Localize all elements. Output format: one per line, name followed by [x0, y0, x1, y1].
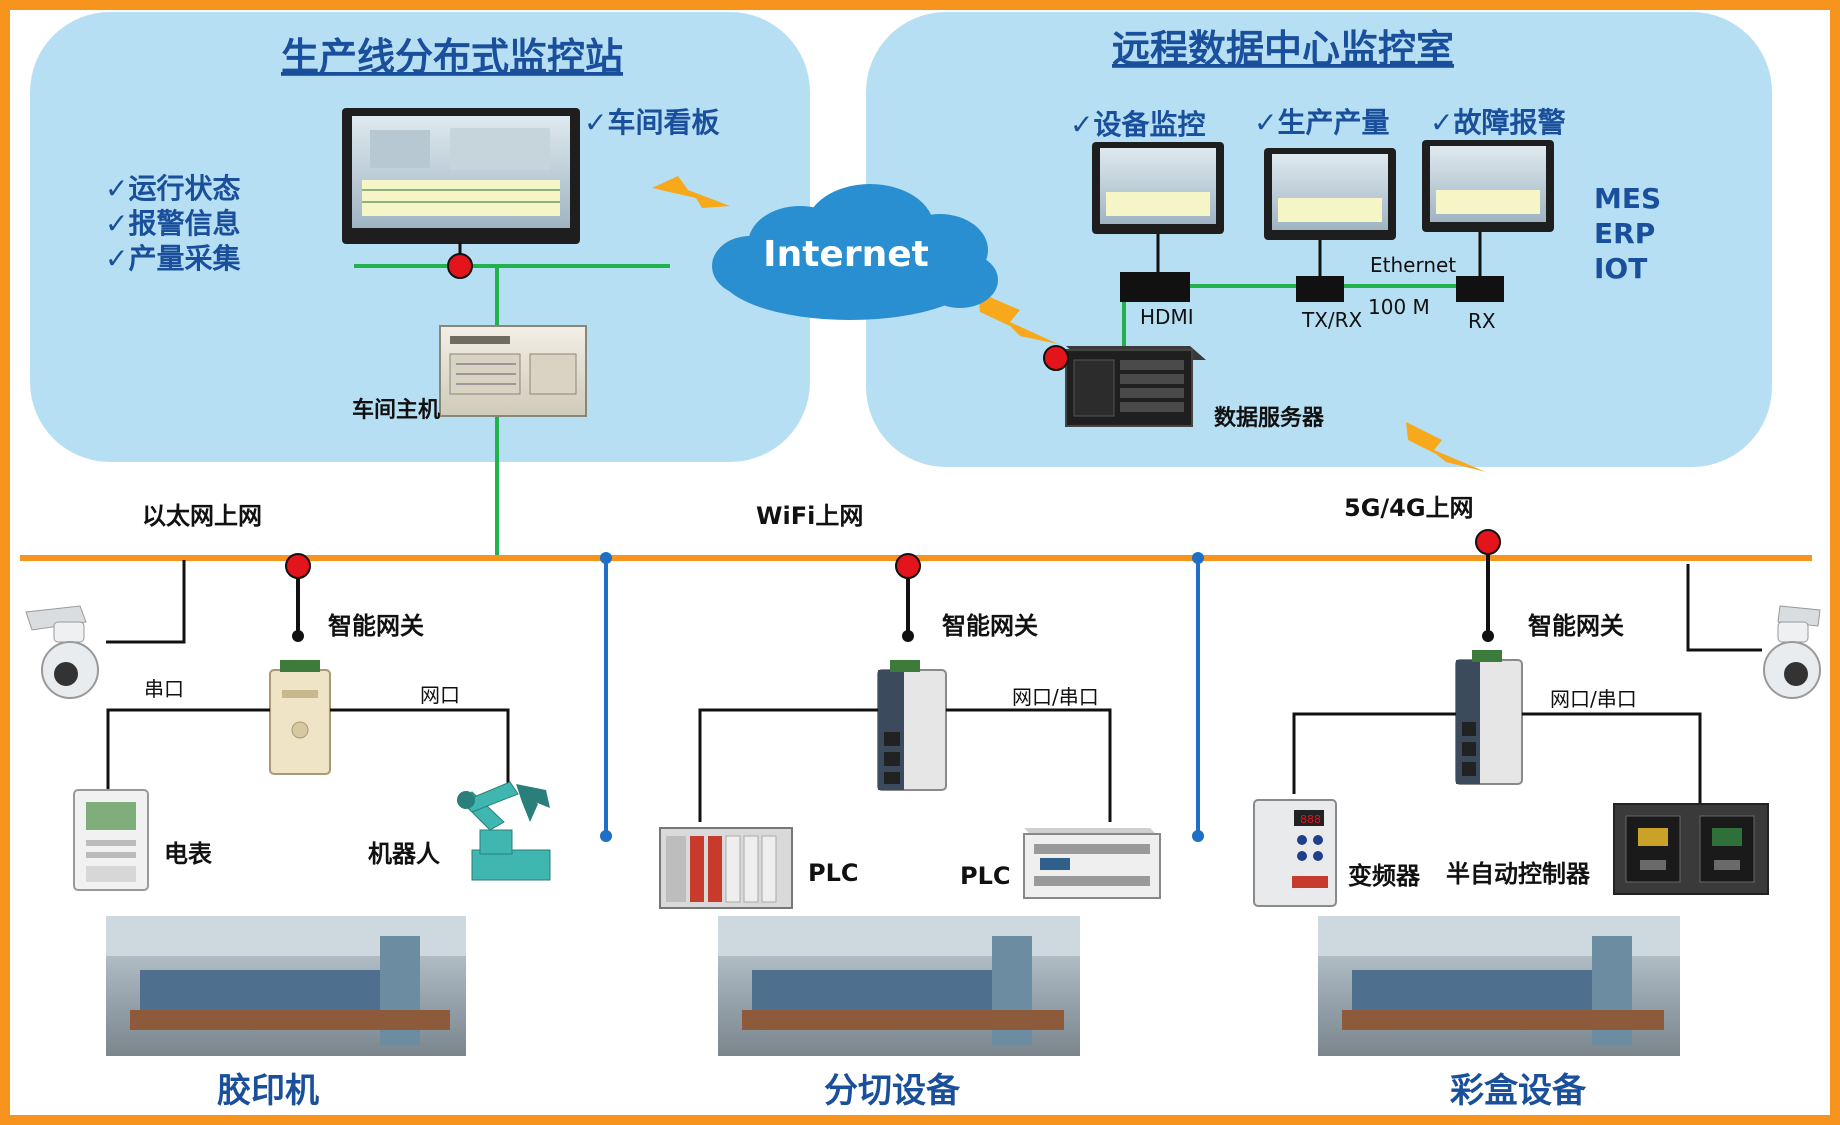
wifi-uplink-label: WiFi上网 [756, 502, 863, 530]
zone3-right-line [1522, 712, 1702, 804]
speed-label: 100 M [1368, 295, 1430, 319]
wireless-bolt-icon-cellular [1406, 422, 1486, 472]
color-box-equipment-label: 彩盒设备 [1450, 1071, 1587, 1111]
check-fault-alarm: ✓故障报警 [1430, 106, 1565, 139]
server-node [1043, 345, 1069, 371]
zone1-lan-port-label: 网口 [420, 683, 460, 707]
hdmi-port-label: HDMI [1140, 305, 1194, 329]
zone1-lan-line [330, 708, 510, 790]
zone2-left-line [698, 708, 878, 822]
separator-end-2 [1192, 830, 1204, 842]
slitting-equipment-label: 分切设备 [824, 1071, 961, 1111]
rx-port-box [1456, 276, 1504, 302]
separator-node-1 [600, 552, 612, 564]
workshop-board-label: ✓车间看板 [584, 106, 719, 139]
wireless-bolt-icon-left [652, 176, 730, 208]
internet-label: Internet [763, 234, 929, 275]
wireless-bolt-icon-server [978, 292, 1058, 344]
gateway3-end-dot [1482, 630, 1494, 642]
check-output-collection: ✓产量采集 [105, 242, 240, 275]
semi-auto-controller-icon [1613, 803, 1769, 895]
gateway1-label: 智能网关 [328, 612, 424, 640]
gateway2-device-icon [877, 660, 947, 791]
workshop-host-icon [438, 325, 588, 417]
workshop-board-monitor-icon [342, 108, 580, 244]
camera-right-icon [1763, 605, 1821, 699]
plc-left-label: PLC [808, 859, 859, 887]
robot-label: 机器人 [368, 840, 440, 868]
zone3-port-label: 网口/串口 [1550, 687, 1637, 711]
plc-compact-icon [1023, 828, 1162, 899]
plc-rack-icon [659, 827, 793, 909]
separator-end-1 [600, 830, 612, 842]
zone2-port-label: 网口/串口 [1012, 685, 1099, 709]
camera-left-icon [25, 605, 99, 699]
slitting-machine-icon [718, 916, 1080, 1056]
gateway2-label: 智能网关 [942, 612, 1038, 640]
inverter-label: 变频器 [1348, 862, 1421, 890]
svg-text:888: 888 [1300, 813, 1321, 826]
camera-left-cable [106, 560, 186, 644]
offset-press-label: 胶印机 [217, 1071, 319, 1111]
network-diagram: 生产线分布式监控站 远程数据中心监控室 ✓车间看板 ✓运行状态 ✓报警信息 ✓产… [20, 12, 1821, 1111]
hdmi-port-box [1120, 272, 1190, 302]
workshop-host-label: 车间主机 [352, 397, 440, 423]
rx-port-label: RX [1468, 309, 1496, 333]
zone1-serial-line [106, 708, 270, 790]
production-monitor-screen-icon [1264, 148, 1396, 240]
electric-meter-icon [73, 789, 149, 891]
gateway3-bus-node [1475, 529, 1501, 555]
ethernet-uplink-label: 以太网上网 [142, 502, 262, 530]
color-box-machine-icon [1318, 916, 1680, 1056]
gateway2-bus-node [895, 553, 921, 579]
check-production-output: ✓生产产量 [1254, 106, 1389, 139]
check-device-monitoring: ✓设备监控 [1070, 108, 1205, 141]
check-running-status: ✓运行状态 [105, 172, 240, 205]
camera-right-cable [1686, 564, 1762, 652]
gateway2-end-dot [902, 630, 914, 642]
device-monitor-screen-icon [1092, 142, 1224, 234]
plc-right-label: PLC [960, 862, 1011, 890]
internet-cloud-icon [712, 184, 998, 320]
gateway1-device-icon [269, 660, 331, 775]
cellular-uplink-label: 5G/4G上网 [1344, 494, 1474, 522]
robot-arm-icon [457, 781, 551, 881]
zone1-serial-port-label: 串口 [144, 677, 184, 701]
inverter-icon: 888 [1253, 799, 1337, 907]
txrx-port-label: TX/RX [1301, 308, 1363, 332]
txrx-port-box [1296, 276, 1344, 302]
system-erp-label: ERP [1594, 217, 1655, 250]
right-panel-title: 远程数据中心监控室 [1112, 27, 1454, 71]
system-mes-label: MES [1594, 182, 1661, 215]
gateway3-label: 智能网关 [1528, 612, 1624, 640]
left-panel-title: 生产线分布式监控站 [281, 35, 623, 79]
gateway1-bus-node [285, 553, 311, 579]
separator-node-2 [1192, 552, 1204, 564]
fault-monitor-screen-icon [1422, 140, 1554, 232]
zone3-left-line [1292, 712, 1456, 794]
gateway1-end-dot [292, 630, 304, 642]
check-alarm-info: ✓报警信息 [105, 207, 240, 240]
electric-meter-label: 电表 [164, 840, 213, 868]
data-server-icon [1065, 346, 1206, 427]
system-iot-label: IOT [1594, 252, 1647, 285]
offset-press-machine-icon [106, 916, 466, 1056]
ethernet-link-label: Ethernet [1370, 253, 1456, 277]
board-node [447, 253, 473, 279]
semi-auto-controller-label: 半自动控制器 [1446, 860, 1591, 888]
data-server-label: 数据服务器 [1214, 405, 1325, 431]
gateway3-device-icon [1455, 650, 1523, 785]
zone2-right-line [946, 708, 1112, 822]
